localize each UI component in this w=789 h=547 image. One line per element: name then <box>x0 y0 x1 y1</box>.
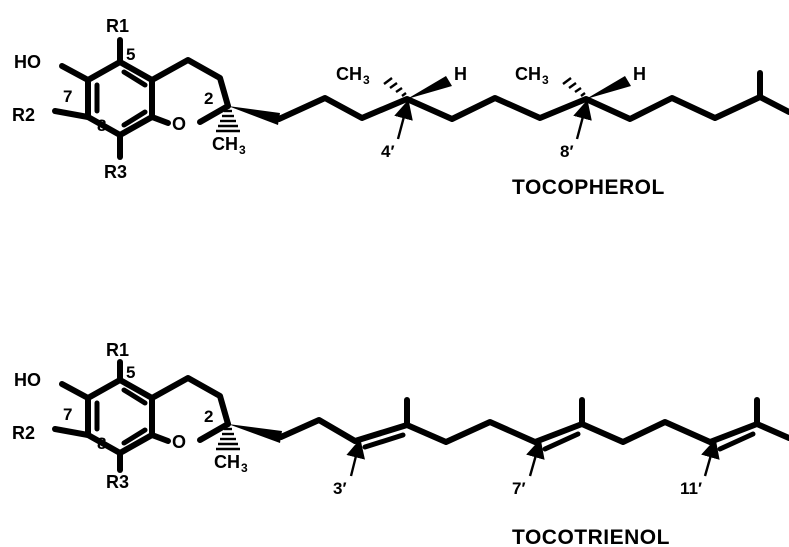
tocopherol-c2-wedge-bond <box>228 106 280 125</box>
tocotrienol-c2-wedge-bond <box>228 424 282 443</box>
tocotrienol-arrow-3prime <box>346 438 365 477</box>
tocopherol-r2-label: R2 <box>12 105 35 125</box>
tocopherol-c8-methyl-label: CH 3 <box>515 64 549 87</box>
svg-text:CH: CH <box>212 134 238 154</box>
tocopherol-c8-hydrogen-label: H <box>633 64 646 84</box>
tocopherol-c8-hashed-methyl-bond <box>562 77 586 97</box>
tocotrienol-r1-label: R1 <box>106 340 129 360</box>
tocopherol-position-8: 8 <box>97 116 106 135</box>
tocotrienol-c2-methyl-label: CH 3 <box>214 452 248 475</box>
tocopherol-c8-wedge-hydrogen <box>586 76 631 99</box>
tocopherol-pyran-ring <box>149 57 231 109</box>
tocopherol-ring-oxygen: O <box>172 114 186 134</box>
tocopherol-c2-methyl-label: CH 3 <box>212 134 246 157</box>
tocopherol-arrow-4prime <box>394 99 413 140</box>
tocopherol-r1-label: R1 <box>106 16 129 36</box>
tocopherol-r3-label: R3 <box>104 162 127 182</box>
tocopherol-position-7: 7 <box>63 87 72 106</box>
tocotrienol-aromatic-bond-top <box>121 387 148 406</box>
tocotrienol-position-7: 7 <box>63 405 72 424</box>
tocopherol-aromatic-bond-top <box>121 69 148 88</box>
tocotrienol-position-3prime: 3′ <box>333 479 347 498</box>
tocotrienol-position-7prime: 7′ <box>512 479 526 498</box>
tocotrienol-arrow-7prime <box>526 438 545 477</box>
svg-text:3: 3 <box>241 461 248 475</box>
tocotrienol-r3-label: R3 <box>106 472 129 492</box>
tocopherol-c4-wedge-hydrogen <box>407 76 452 99</box>
svg-text:3: 3 <box>239 143 246 157</box>
tocotrienol-double-bond-7prime <box>542 431 581 452</box>
tocotrienol-r2-label: R2 <box>12 423 35 443</box>
tocopherol-hydroxyl-bond <box>59 63 91 83</box>
tocopherol-oxygen-bond-c2 <box>197 103 231 125</box>
tocopherol-position-2: 2 <box>204 89 213 108</box>
tocotrienol-double-bond-3prime <box>362 432 406 450</box>
tocopherol-aromatic-bond-bottom <box>121 109 148 128</box>
tocopherol-position-8prime: 8′ <box>560 142 574 161</box>
svg-text:3: 3 <box>542 73 549 87</box>
tocopherol-hydroxyl-label: HO <box>14 52 41 72</box>
tocotrienol-position-5: 5 <box>126 363 135 382</box>
tocopherol-c4-methyl-label: CH 3 <box>336 64 370 87</box>
tocotrienol-position-2: 2 <box>204 407 213 426</box>
svg-text:CH: CH <box>515 64 541 84</box>
tocopherol-title: TOCOPHEROL <box>512 176 665 199</box>
tocotrienol-structure: R1 5 HO 7 R2 8 R3 O 2 CH 3 3′ 7′ 11′ TOC… <box>12 340 789 547</box>
tocopherol-phytyl-chain <box>276 94 789 122</box>
tocotrienol-r2-bond <box>52 426 91 438</box>
tocotrienol-c2-hashed-bond <box>216 427 240 451</box>
tocopherol-c2-hashed-bond <box>216 109 240 133</box>
tocopherol-c4-hashed-methyl-bond <box>383 77 407 97</box>
tocotrienol-position-11prime: 11′ <box>680 479 702 498</box>
tocotrienol-oxygen-bond-c2 <box>197 421 231 443</box>
tocotrienol-position-8: 8 <box>97 434 106 453</box>
tocopherol-structure: R1 5 HO 7 R2 8 R3 O 2 CH 3 CH 3 H CH 3 H… <box>12 16 789 199</box>
tocotrienol-ring-oxygen: O <box>172 432 186 452</box>
tocotrienol-pyran-ring <box>149 375 231 427</box>
tocopherol-c4-hydrogen-label: H <box>454 64 467 84</box>
tocotrienol-isoprenoid-chain <box>278 417 789 445</box>
tocotrienol-hydroxyl-bond <box>59 381 91 401</box>
tocotrienol-hydroxyl-label: HO <box>14 370 41 390</box>
tocotrienol-arrow-11prime <box>701 438 720 477</box>
tocopherol-r2-bond <box>52 108 91 120</box>
svg-text:CH: CH <box>214 452 240 472</box>
tocopherol-arrow-8prime <box>573 99 592 140</box>
svg-text:3: 3 <box>363 73 370 87</box>
tocopherol-oxygen-bond-ring <box>149 114 171 126</box>
tocopherol-position-4prime: 4′ <box>381 142 395 161</box>
tocotrienol-oxygen-bond-ring <box>149 432 171 444</box>
tocopherol-position-5: 5 <box>126 45 135 64</box>
tocotrienol-aromatic-bond-bottom <box>121 427 148 446</box>
svg-text:CH: CH <box>336 64 362 84</box>
tocotrienol-title: TOCOTRIENOL <box>512 526 670 547</box>
tocotrienol-double-bond-11prime <box>717 431 756 452</box>
